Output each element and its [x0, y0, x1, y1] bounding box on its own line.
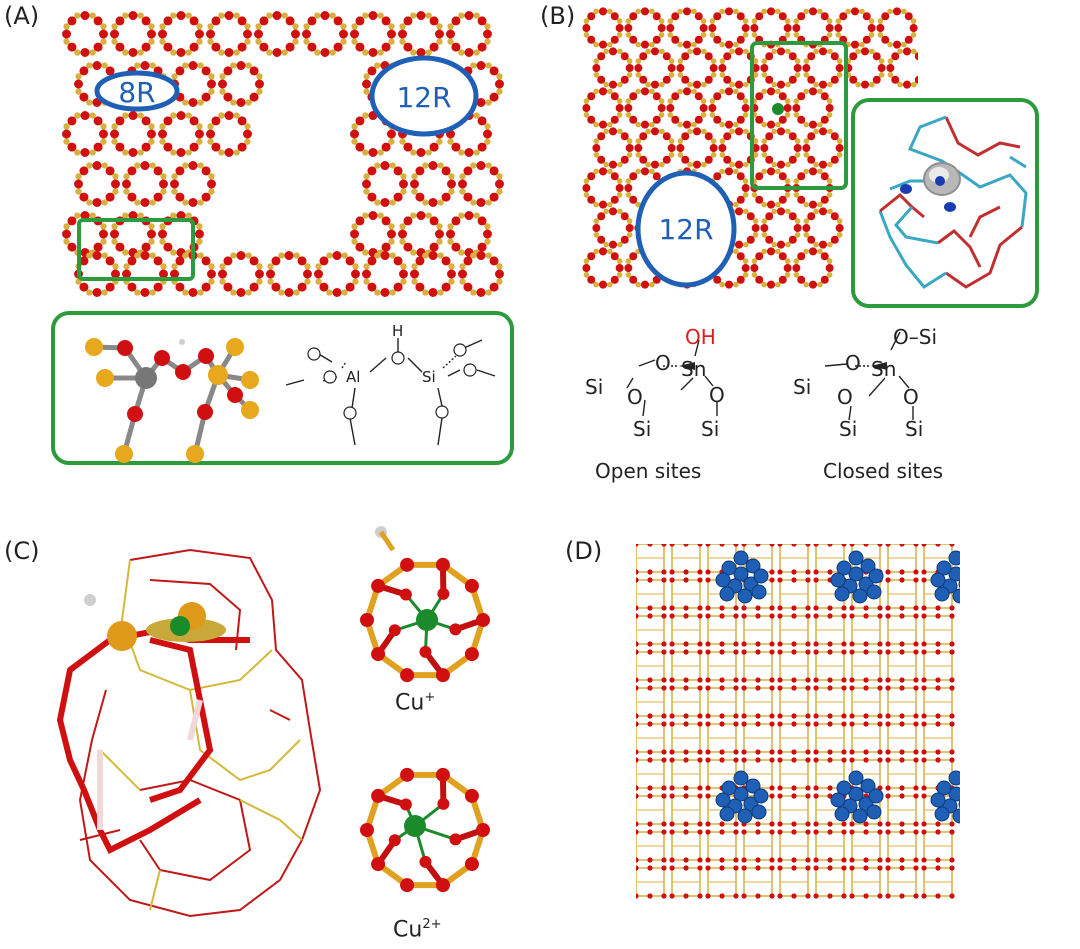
cu-2plus-cluster: [360, 767, 490, 893]
si-closed-1: Si: [793, 375, 811, 399]
open-closed-sites: OH Sn O Si O Si O Si Open sites O–Si Sn …: [585, 325, 943, 483]
highlight-box-b: [750, 41, 848, 190]
open-sites-caption: Open sites: [595, 459, 701, 483]
panel-label-a: (A): [4, 2, 40, 30]
atom-al: Al: [346, 368, 360, 386]
sn-site-inset: [851, 98, 1039, 308]
ring-8r-label: 8R: [118, 76, 155, 109]
atom-h: H: [392, 322, 403, 340]
bronsted-site-inset: H Al Si: [51, 311, 514, 465]
zeolite-framework-d: [636, 544, 960, 899]
cu-plus-cluster: [360, 526, 490, 683]
si-open-2: Si: [633, 417, 651, 441]
o-open-3: O: [709, 383, 725, 407]
panel-label-d: (D): [565, 537, 603, 565]
ring-12r-b-label: 12R: [658, 213, 713, 246]
atom-si: Si: [422, 368, 436, 386]
ring-overlay-a: 8R 12R: [77, 55, 479, 281]
ball-stick-model: [85, 338, 259, 463]
si-closed-2: Si: [839, 417, 857, 441]
ring-12r-b: [635, 170, 737, 288]
o-si-closed: O–Si: [893, 325, 937, 349]
oh-group: OH: [685, 325, 716, 349]
closed-sites-caption: Closed sites: [823, 459, 943, 483]
panel-label-b: (B): [540, 2, 576, 30]
cu-2plus-label: Cu2+: [393, 917, 442, 943]
si-closed-3: Si: [905, 417, 923, 441]
cu-cage-wireframe: [56, 548, 322, 918]
o-closed-2: O: [837, 385, 853, 409]
o-open-1: O: [655, 351, 671, 375]
ring-overlay-b: 12R: [635, 41, 848, 288]
si-open-3: Si: [701, 417, 719, 441]
cu-plus-label: Cu+: [395, 690, 436, 716]
ring-12r-label: 12R: [396, 81, 451, 114]
ring-12r: [369, 55, 479, 137]
o-closed-1: O: [845, 351, 861, 375]
si-open-1: Si: [585, 375, 603, 399]
o-closed-3: O: [903, 385, 919, 409]
sn-open: Sn: [681, 357, 706, 381]
o-open-2: O: [627, 385, 643, 409]
sn-closed: Sn: [871, 357, 896, 381]
highlight-box-a: [77, 218, 195, 281]
ring-8r: [94, 70, 180, 112]
panel-label-c: (C): [4, 537, 40, 565]
